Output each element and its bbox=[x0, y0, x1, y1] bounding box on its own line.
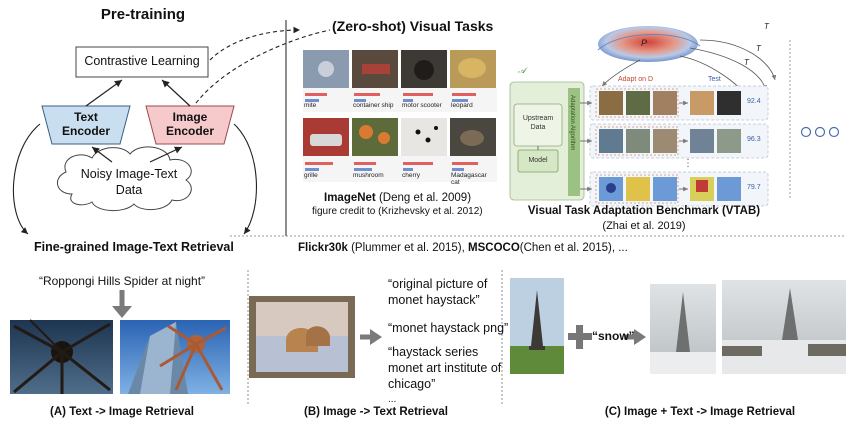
result-1-line1: “original picture of bbox=[388, 277, 488, 291]
eiffel-snow-photo-1 bbox=[650, 284, 716, 374]
upstream-line2: Data bbox=[530, 124, 546, 131]
vtab-score-2: 96.3 bbox=[747, 136, 761, 143]
vtab-citation: (Zhai et al. 2019) bbox=[602, 220, 686, 232]
imagenet-grid bbox=[303, 50, 497, 182]
panel-b-caption: (B) Image -> Text Retrieval bbox=[304, 406, 448, 418]
task-t2-label: T bbox=[756, 44, 761, 53]
text-encoder-label: Text Encoder bbox=[42, 110, 130, 138]
imagenet-citation: (Deng et al. 2009) bbox=[375, 192, 472, 204]
flickr-citation: (Plummer et al. 2015), bbox=[347, 242, 469, 254]
text-encoder-shape bbox=[41, 105, 131, 145]
imagenet-label-6: mushroom bbox=[353, 172, 384, 179]
contrastive-learning-label: Contrastive Learning bbox=[84, 54, 200, 68]
vtab-score-1: 92.4 bbox=[747, 98, 761, 105]
model-label: Model bbox=[528, 157, 548, 164]
imagenet-credit: figure credit to (Krizhevsky et al. 2012… bbox=[312, 206, 483, 217]
panel-a-caption: (A) Text -> Image Retrieval bbox=[50, 406, 194, 418]
imagenet-label-4: leopard bbox=[451, 102, 473, 109]
panel-a-query: “Roppongi Hills Spider at night” bbox=[38, 274, 206, 288]
result-3-line3: chicago” bbox=[388, 377, 436, 391]
plus-icon bbox=[568, 325, 592, 349]
pretraining-title: Pre-training bbox=[100, 6, 186, 23]
task-p-label: P bbox=[641, 38, 648, 48]
test-label: Test bbox=[708, 76, 721, 83]
panel-c-caption: (C) Image + Text -> Image Retrieval bbox=[604, 406, 796, 418]
noisy-data-line1: Noisy Image-Text bbox=[80, 167, 178, 181]
contrastive-learning-box bbox=[75, 46, 209, 78]
upstream-data-label: Upstream Data bbox=[514, 114, 562, 132]
imagenet-name: ImageNet bbox=[324, 192, 376, 204]
task-surface bbox=[598, 26, 698, 62]
spider-photo-night bbox=[10, 319, 113, 394]
fine-grained-title: Fine-grained Image-Text Retrieval bbox=[34, 240, 234, 254]
image-encoder-label: Image Encoder bbox=[146, 110, 234, 138]
noisy-data-line2: Data bbox=[115, 183, 143, 197]
upstream-line1: Upstream bbox=[522, 115, 554, 122]
imagenet-label-5: grille bbox=[304, 172, 318, 179]
adapt-on-label: Adapt on D bbox=[618, 76, 654, 83]
imagenet-label-2: container ship bbox=[353, 102, 394, 109]
result-3-line1: “haystack series bbox=[388, 345, 479, 359]
zeroshot-title: (Zero-shot) Visual Tasks bbox=[332, 18, 494, 34]
image-encoder-line1: Image bbox=[172, 110, 208, 124]
task-t3-label: T bbox=[744, 58, 749, 67]
panel-b-result-3: “haystack series monet art institute of … bbox=[388, 344, 501, 392]
panel-b-result-1: “original picture of monet haystack” bbox=[388, 276, 487, 308]
text-encoder-line1: Text bbox=[74, 110, 98, 124]
image-encoder-shape bbox=[145, 105, 235, 145]
more-dot-2 bbox=[814, 126, 826, 138]
imagenet-label-3: motor scooter bbox=[402, 102, 442, 109]
image-encoder-line2: Encoder bbox=[165, 124, 214, 138]
panel-b-ellipsis: ... bbox=[388, 394, 397, 405]
imagenet-label-1: mite bbox=[304, 102, 317, 109]
vtab-title: Visual Task Adaptation Benchmark (VTAB) bbox=[527, 205, 761, 217]
retrieval-datasets: Flickr30k (Plummer et al. 2015), MSCOCO(… bbox=[298, 242, 628, 254]
task-t1-label: T bbox=[764, 22, 769, 31]
adaptation-algorithm-label: Adaptation Algorithm bbox=[569, 95, 575, 151]
result-1-line2: monet haystack” bbox=[388, 293, 480, 307]
noisy-data-cloud bbox=[57, 146, 192, 211]
imagenet-caption: ImageNet (Deng et al. 2009) bbox=[324, 192, 471, 204]
result-3-line2: monet art institute of bbox=[388, 361, 502, 375]
text-encoder-line2: Encoder bbox=[61, 124, 110, 138]
more-dot-3 bbox=[828, 126, 840, 138]
mscoco-name: MSCOCO bbox=[468, 242, 520, 254]
vtab-diagram: ⋮ bbox=[509, 26, 777, 207]
eiffel-snow-photo-2 bbox=[722, 280, 846, 374]
imagenet-label-7: cherry bbox=[402, 172, 421, 179]
snow-modifier: “snow” bbox=[592, 329, 635, 343]
eiffel-tower-photo bbox=[510, 278, 564, 374]
svg-text:⋮: ⋮ bbox=[683, 158, 693, 169]
imagenet-label-8: Madagascar cat bbox=[451, 172, 487, 186]
more-dot-1 bbox=[800, 126, 812, 138]
panel-b-result-2: “monet haystack png” bbox=[388, 321, 509, 335]
flickr-name: Flickr30k bbox=[298, 242, 348, 254]
noisy-data-label: Noisy Image-Text Data bbox=[72, 166, 186, 198]
monet-haystack-photo bbox=[249, 296, 355, 378]
spider-photo-day bbox=[120, 320, 230, 394]
mscoco-citation: (Chen et al. 2015), ... bbox=[519, 242, 628, 254]
vtab-score-3: 79.7 bbox=[747, 184, 761, 191]
